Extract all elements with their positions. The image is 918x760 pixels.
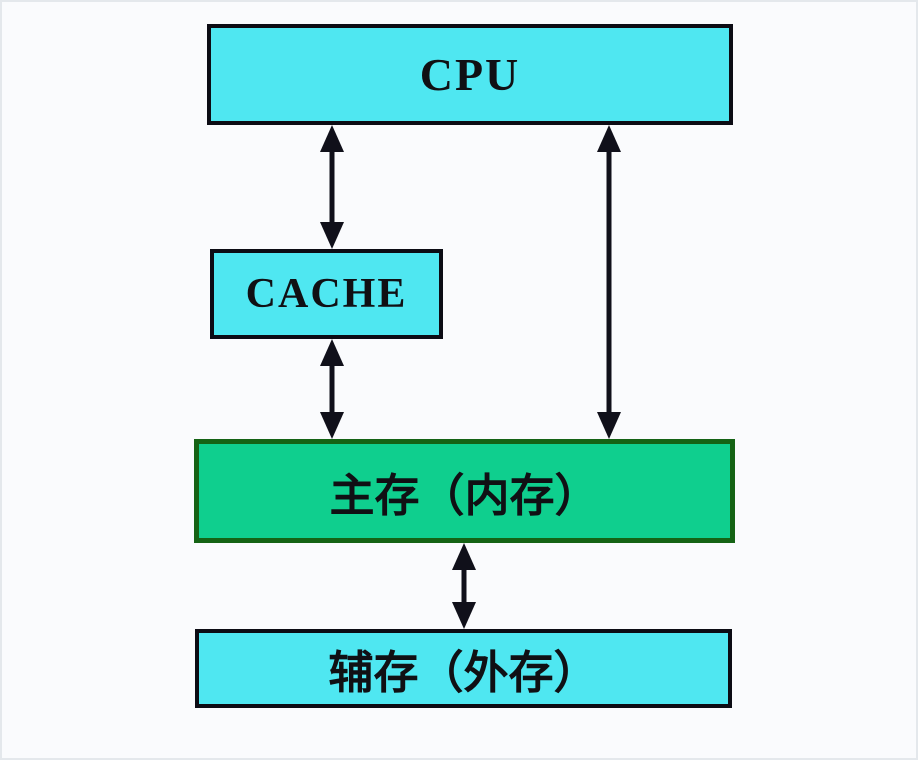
- cache-label: CACHE: [245, 271, 408, 317]
- cache-box: CACHE: [210, 249, 443, 339]
- main-memory-box: 主存（内存）: [194, 439, 735, 543]
- main-memory-label: 主存（内存）: [329, 470, 600, 521]
- arrow-cpu-cache: [320, 125, 344, 249]
- aux-memory-label: 辅存（外存）: [328, 648, 599, 698]
- arrow-main-memory-aux-memory: [452, 543, 476, 629]
- aux-memory-box: 辅存（外存）: [195, 629, 732, 708]
- cpu-label: CPU: [419, 49, 521, 100]
- arrow-cpu-main-memory: [597, 125, 621, 439]
- arrow-cache-main-memory: [320, 339, 344, 439]
- cpu-box: CPU: [207, 24, 733, 125]
